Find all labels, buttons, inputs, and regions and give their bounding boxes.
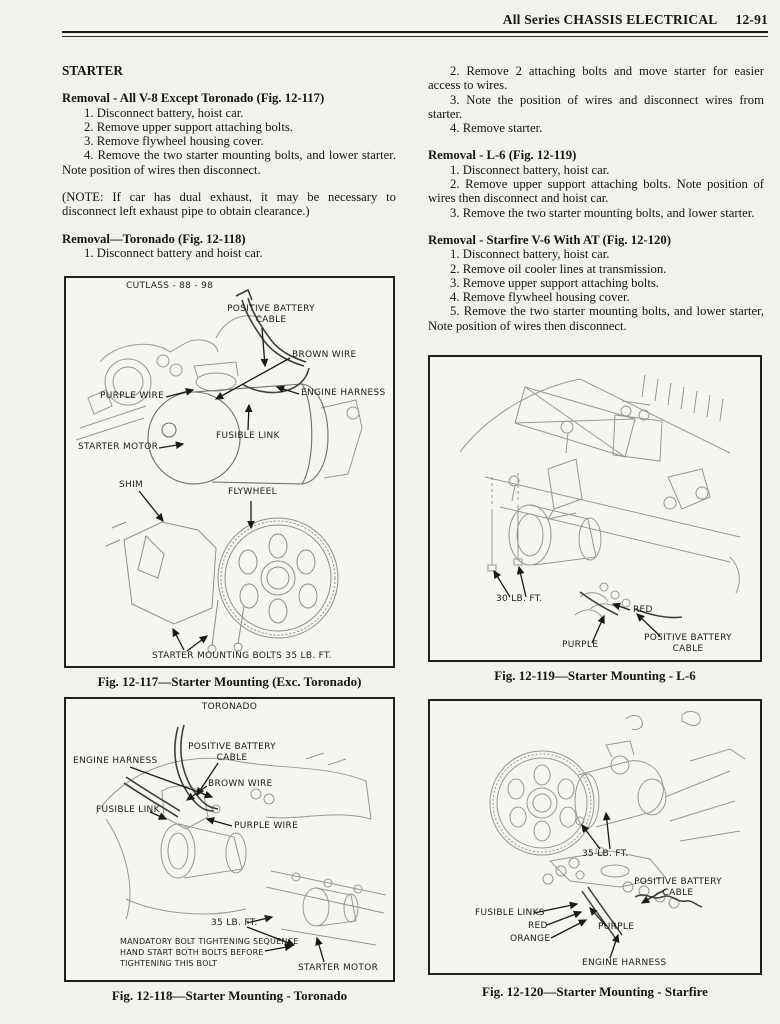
fig118-illustration [95,724,387,963]
fig117-label-mounting-bolts: STARTER MOUNTING BOLTS 35 LB. FT. [152,651,332,661]
fig117-label-purple-wire: PURPLE WIRE [100,391,165,401]
fig119-sketch [459,374,741,618]
figure-12-118: TORONADO ENGINE HARNESS POSITIVE BATTERY… [64,697,395,982]
fig117-label-engine-harness: ENGINE HARNESS [301,388,386,398]
fig120-label-torque: 35 LB. FT. [582,849,629,859]
step: 2. Remove upper support attaching bolts.… [428,177,764,206]
fig120-illustration [489,710,746,959]
fig118-label-torque: 35 LB. FT. [211,918,258,928]
right-column: 2. Remove 2 attaching bolts and move sta… [428,64,764,333]
fig119-cable-sketch [579,591,683,619]
fig118-label-fusible-link: FUSIBLE LINK [96,805,160,815]
step: 2. Remove 2 attaching bolts and move sta… [428,64,764,93]
fig118-arrows [129,762,325,963]
fig118-label-engine-harness: ENGINE HARNESS [73,756,158,766]
fig117-label-positive-battery-cable: POSITIVE BATTERY CABLE [227,304,315,325]
fig120-label-orange: ORANGE [510,934,551,944]
heading-removal-starfire: Removal - Starfire V-6 With AT (Fig. 12-… [428,232,671,247]
step: 2. Remove upper support attaching bolts. [84,119,293,134]
fig117-label-fusible-link: FUSIBLE LINK [216,431,280,441]
fig118-sketch [95,752,387,946]
page-number: 12-91 [735,12,768,27]
section-heading-starter: STARTER [62,63,123,78]
fig118-label-tightening-sequence: MANDATORY BOLT TIGHTENING SEQUENCE HAND … [120,937,299,968]
step: 3. Remove upper support attaching bolts. [450,275,659,290]
fig119-illustration [459,374,741,644]
left-column: STARTER Removal - All V-8 Except Toronad… [62,63,396,260]
figure-12-119: 30 LB. FT. RED PURPLE POSITIVE BATTERY C… [428,355,762,662]
fig120-arrows [533,811,667,959]
fig119-arrows [493,565,661,644]
step: 3. Remove flywheel housing cover. [84,134,264,149]
step: 1. Disconnect battery, hoist car. [84,105,244,120]
fig117-cable-sketch [235,288,310,394]
heading-removal-v8: Removal - All V-8 Except Toronado (Fig. … [62,91,325,106]
fig120-label-fusible-links: FUSIBLE LINKS [475,908,545,918]
step: 2. Remove oil cooler lines at transmissi… [450,261,667,276]
heading-removal-l6: Removal - L-6 (Fig. 12-119) [428,148,577,163]
header-title: All Series CHASSIS ELECTRICAL [502,12,718,27]
step: 1. Disconnect battery, hoist car. [450,162,610,177]
fig117-label-variant: CUTLASS - 88 - 98 [126,281,214,291]
step: 1. Disconnect battery and hoist car. [84,245,263,260]
fig119-caption: Fig. 12-119—Starter Mounting - L-6 [494,668,696,683]
fig117-label-starter-motor: STARTER MOTOR [78,442,159,452]
fig118-label-positive-battery-cable: POSITIVE BATTERY CABLE [188,742,276,763]
fig118-label-brown-wire: BROWN WIRE [208,779,273,789]
step: 3. Note the position of wires and discon… [428,92,764,121]
step: 3. Remove the two starter mounting bolts… [450,205,755,220]
page-header: All Series CHASSIS ELECTRICAL 12-91 [62,12,768,28]
fig118-label-purple-wire: PURPLE WIRE [234,821,299,831]
fig117-caption: Fig. 12-117—Starter Mounting (Exc. Toron… [97,674,362,689]
fig119-label-positive-battery-cable: POSITIVE BATTERY CABLE [644,633,732,654]
figure-12-120: 35 LB. FT. POSITIVE BATTERY CABLE FUSIBL… [428,699,762,975]
fig117-label-brown-wire: BROWN WIRE [292,350,357,360]
step: 4. Remove flywheel housing cover. [450,290,630,305]
note-paragraph: (NOTE: If car has dual exhaust, it may b… [62,190,396,219]
fig119-label-torque: 30 LB. FT. [496,594,543,604]
heading-removal-toronado: Removal—Toronado (Fig. 12-118) [62,231,246,246]
fig117-label-flywheel: FLYWHEEL [228,487,277,497]
step: 4. Remove the two starter mounting bolts… [62,148,396,177]
fig120-sketch [489,710,746,909]
fig117-illustration [75,288,363,654]
header-rule [62,31,768,37]
fig120-caption: Fig. 12-120—Starter Mounting - Starfire [482,984,708,999]
fig117-flywheel-sketch [105,517,339,654]
figure-12-117: CUTLASS - 88 - 98 POSITIVE BATTERY CABLE… [64,276,395,668]
fig118-cable-sketch [123,724,219,818]
step: 4. Remove starter. [450,121,543,136]
fig120-label-red: RED [528,921,548,931]
fig120-label-purple: PURPLE [598,922,635,932]
fig117-arrows [138,327,300,652]
fig119-label-purple: PURPLE [562,640,599,650]
fig118-label-variant: TORONADO [201,702,258,712]
fig118-caption: Fig. 12-118—Starter Mounting - Toronado [111,988,348,1003]
fig117-label-shim: SHIM [119,480,144,490]
fig118-label-starter-motor: STARTER MOTOR [298,963,379,973]
fig120-label-positive-battery-cable: POSITIVE BATTERY CABLE [634,877,722,898]
step: 5. Remove the two starter mounting bolts… [428,304,764,333]
fig117-sketch [75,315,363,479]
fig119-label-red: RED [633,605,653,615]
fig120-label-engine-harness: ENGINE HARNESS [582,958,667,968]
step: 1. Disconnect battery, hoist car. [450,247,610,262]
